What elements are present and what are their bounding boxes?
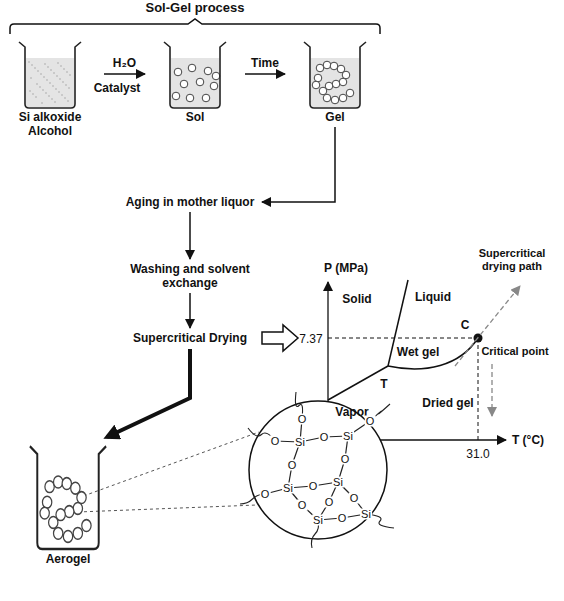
node-text: Sol: [147, 110, 243, 124]
region-label: Dried gel: [422, 397, 473, 410]
zoom-line: [78, 432, 259, 498]
zoom-circle: [249, 401, 387, 539]
process-step: Supercritical Drying: [119, 331, 261, 345]
point-label: Critical point: [481, 345, 548, 358]
atom-symbol: O: [340, 454, 351, 465]
atom-symbol: O: [260, 489, 271, 500]
node-text: Gel: [287, 110, 383, 124]
group-bracket: [10, 19, 380, 34]
atom-symbol: O: [287, 460, 298, 471]
beaker-node: Aerogel: [17, 440, 119, 566]
region-label: Vapor: [335, 406, 368, 419]
edge-label: Time: [251, 56, 279, 70]
axis-label: T (°C): [512, 434, 544, 447]
node-text: Si alkoxide: [0, 110, 102, 124]
axis-label: P (MPa): [324, 262, 368, 275]
atom-symbol: O: [297, 414, 308, 425]
atom-symbol: Si: [294, 437, 306, 448]
region-label: Liquid: [415, 291, 451, 304]
process-step: Aging in mother liquor: [122, 195, 258, 209]
flow-arrow: [104, 73, 145, 75]
flow-arrow: [189, 293, 191, 328]
atom-symbol: O: [337, 513, 348, 524]
group-title: Sol-Gel process: [146, 0, 245, 15]
flow-arrow: [245, 73, 285, 75]
node-text: Aerogel: [17, 552, 119, 566]
atom-symbol: Si: [332, 477, 344, 488]
step-label: Catalyst: [94, 82, 141, 95]
atom-symbol: O: [349, 493, 360, 504]
atom-symbol: Si: [342, 431, 354, 442]
beaker-node: Si alkoxideAlcohol: [0, 38, 102, 138]
point-label: T: [380, 378, 387, 391]
region-label: Wet gel: [397, 346, 439, 359]
process-step: Washing and solvent exchange: [122, 262, 258, 290]
beaker-node: Sol: [147, 38, 243, 124]
axis-value: 7.37: [299, 333, 322, 346]
hollow-arrow: [262, 325, 298, 351]
node-text: Aging in mother liquor: [122, 195, 258, 209]
atom-symbol: O: [308, 481, 319, 492]
atom-symbol: O: [297, 500, 308, 511]
flow-arrow: [189, 212, 191, 259]
path-label: Supercritical drying path: [472, 247, 552, 273]
zoom-line: [78, 505, 257, 512]
axis-value: 31.0: [466, 448, 489, 461]
atom-symbol: Si: [312, 515, 324, 526]
flow-arrow: [107, 349, 190, 437]
node-text: Supercritical Drying: [119, 331, 261, 345]
node-text: Washing and solvent exchange: [122, 262, 258, 290]
atom-symbol: O: [365, 416, 376, 427]
atom-symbol: O: [270, 436, 281, 447]
phase-diagram: [328, 280, 520, 440]
beaker-icon: [15, 38, 85, 110]
point-label: C: [461, 319, 470, 332]
flow-arrow: [262, 127, 335, 202]
silica-bonds: [240, 392, 394, 548]
region-label: Solid: [342, 293, 371, 306]
atom-symbol: Si: [360, 509, 372, 520]
node-text: Alcohol: [0, 124, 102, 138]
atom-symbol: O: [324, 497, 335, 508]
atom-symbol: Si: [282, 483, 294, 494]
beaker-icon: [160, 38, 230, 110]
beaker-node: Gel: [287, 38, 383, 124]
beaker-icon: [300, 38, 370, 110]
beaker-icon: [25, 440, 111, 552]
edge-label: H₂O: [113, 56, 136, 70]
atom-symbol: O: [319, 432, 330, 443]
